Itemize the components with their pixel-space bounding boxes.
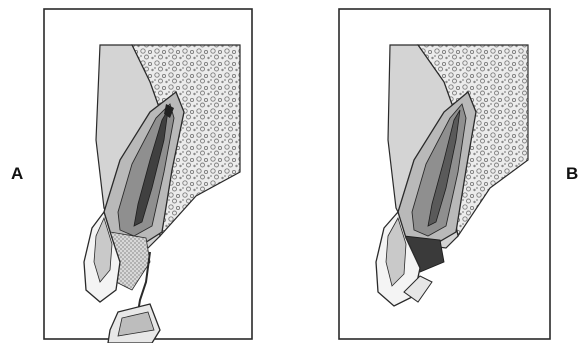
panel-a [44, 9, 252, 343]
panel-b [339, 9, 550, 339]
